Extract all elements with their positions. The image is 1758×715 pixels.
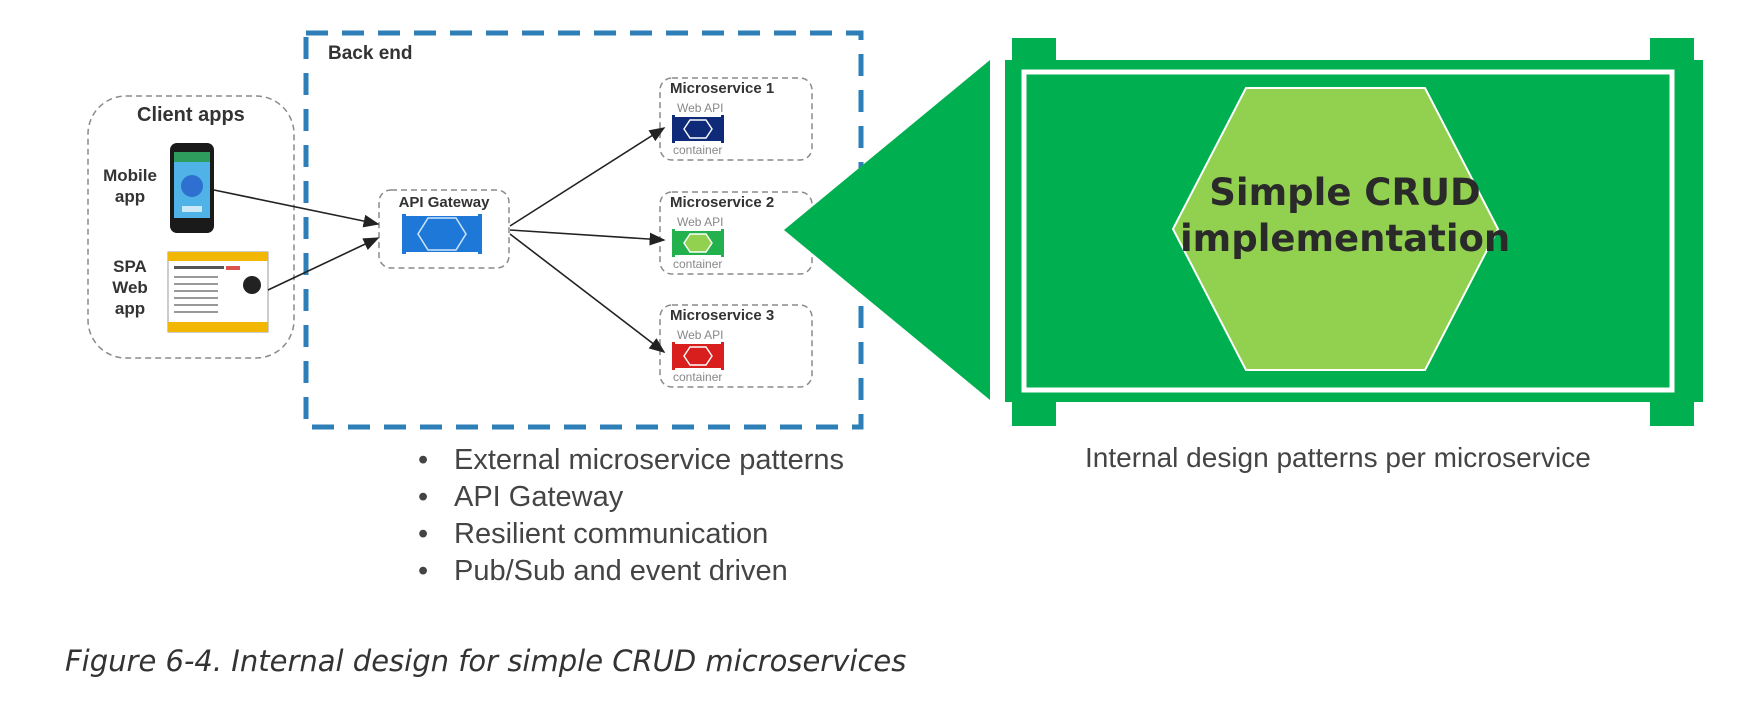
arrow-mobile-to-gateway — [213, 189, 380, 228]
microservice-3-title: Microservice 3 — [670, 307, 775, 324]
bullet-item: • External microservice patterns — [412, 442, 844, 479]
bullet-dot-icon: • — [418, 518, 429, 550]
zoom-wedge — [784, 60, 990, 400]
backend-patterns-list: • External microservice patterns • API Gat… — [412, 442, 844, 590]
mobile-phone-icon — [170, 143, 214, 233]
crud-label-line-1: Simple CRUD — [1209, 171, 1481, 214]
microservice-3-box — [659, 304, 813, 388]
bullet-item: • API Gateway — [412, 479, 844, 516]
api-gateway-label: API Gateway — [398, 194, 490, 211]
microservice-1-title: Microservice 1 — [670, 80, 775, 97]
api-gateway-icon — [402, 214, 482, 254]
backend-container — [303, 30, 864, 430]
microservice-3-container: container — [673, 370, 723, 384]
spa-label-2: Web — [112, 278, 148, 297]
api-gateway-box — [378, 189, 510, 269]
microservice-1-container: container — [673, 143, 723, 157]
microservice-2-webapi: Web API — [677, 215, 724, 229]
zoom-caption: Internal design patterns per microservic… — [1085, 442, 1591, 473]
client-apps-box — [87, 95, 295, 359]
arrow-gateway-to-ms1 — [509, 127, 666, 227]
mobile-label-1: Mobile — [103, 166, 157, 185]
bullet-dot-icon: • — [418, 555, 429, 587]
spa-label-1: SPA — [113, 257, 147, 276]
bullet-text: External microservice patterns — [454, 444, 845, 476]
microservice-2-container-icon — [672, 229, 724, 257]
microservice-3-container-icon — [672, 342, 724, 370]
figure-caption: Figure 6-4. Internal design for simple C… — [65, 644, 907, 678]
mobile-label-2: app — [114, 187, 146, 206]
bullet-dot-icon: • — [418, 481, 429, 513]
backend-title: Back end — [328, 43, 413, 64]
bullet-item: • Pub/Sub and event driven — [412, 553, 844, 590]
client-apps-title: Client apps — [137, 104, 245, 126]
bullet-item: • Resilient communication — [412, 516, 844, 553]
arrow-gateway-to-ms3 — [509, 233, 666, 353]
crud-hexagon — [1171, 87, 1500, 371]
microservice-2-container: container — [673, 257, 723, 271]
crud-label-line-2: implementation — [1180, 217, 1511, 260]
bullet-dot-icon: • — [418, 444, 429, 476]
microservice-1-webapi: Web API — [677, 101, 724, 115]
spa-label-3: app — [114, 299, 146, 318]
microservice-2-title: Microservice 2 — [670, 194, 775, 211]
bullet-text: API Gateway — [454, 481, 624, 513]
web-app-screenshot-icon — [167, 251, 269, 333]
arrow-gateway-to-ms2 — [509, 229, 666, 246]
crud-label: Simple CRUD implementation — [1180, 170, 1510, 262]
bullet-text: Resilient communication — [454, 518, 769, 550]
bullet-text: Pub/Sub and event driven — [454, 555, 788, 587]
microservice-1-box — [659, 77, 813, 161]
microservice-1-container-icon — [672, 115, 724, 143]
arrow-spa-to-gateway — [267, 237, 380, 291]
microservice-3-webapi: Web API — [677, 328, 724, 342]
